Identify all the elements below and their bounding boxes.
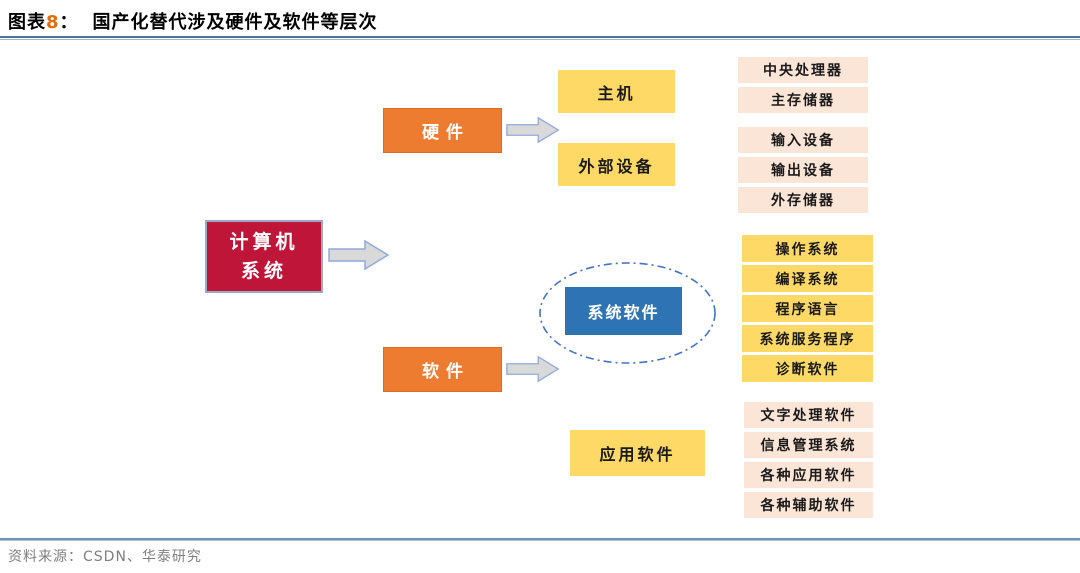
node-software-label: 软件 bbox=[422, 362, 470, 382]
node-software: 软件 bbox=[383, 347, 502, 392]
list-item-various-applications: 各种应用软件 bbox=[744, 462, 873, 488]
node-hardware: 硬件 bbox=[383, 108, 502, 153]
node-application-software-label: 应用软件 bbox=[599, 445, 676, 464]
list-item-various-auxiliary: 各种辅助软件 bbox=[744, 492, 873, 518]
node-peripherals-label: 外部设备 bbox=[578, 156, 655, 176]
list-item-input-devices: 输入设备 bbox=[738, 127, 868, 153]
node-hardware-label: 硬件 bbox=[422, 123, 470, 143]
node-application-software: 应用软件 bbox=[570, 430, 705, 476]
node-host: 主机 bbox=[558, 70, 675, 113]
list-item-compiler-system: 编译系统 bbox=[742, 265, 873, 292]
list-application-software-items: 文字处理软件 信息管理系统 各种应用软件 各种辅助软件 bbox=[744, 402, 873, 518]
list-peripheral-items: 输入设备 输出设备 外存储器 bbox=[738, 127, 868, 213]
list-item-main-memory: 主存储器 bbox=[738, 87, 868, 113]
node-system-software: 系统软件 bbox=[565, 287, 682, 335]
list-item-operating-system: 操作系统 bbox=[742, 235, 873, 262]
list-item-cpu: 中央处理器 bbox=[738, 57, 868, 83]
list-item-word-processing: 文字处理软件 bbox=[744, 402, 873, 428]
node-system-software-label: 系统软件 bbox=[587, 303, 660, 322]
node-host-label: 主机 bbox=[597, 83, 636, 103]
list-item-output-devices: 输出设备 bbox=[738, 157, 868, 183]
list-system-software-items: 操作系统 编译系统 程序语言 系统服务程序 诊断软件 bbox=[742, 235, 873, 382]
node-computer-system-line2: 系统 bbox=[240, 259, 287, 282]
arrow-software-icon bbox=[506, 355, 560, 383]
arrow-hardware-icon bbox=[506, 116, 560, 144]
highlight-ellipse-icon bbox=[539, 262, 716, 364]
figure-colon: ： bbox=[59, 12, 79, 33]
list-item-diagnostic-software: 诊断软件 bbox=[742, 355, 873, 382]
list-item-external-storage: 外存储器 bbox=[738, 187, 868, 213]
list-item-system-service-programs: 系统服务程序 bbox=[742, 325, 873, 352]
node-computer-system: 计算机 系统 bbox=[205, 220, 323, 293]
list-host-items: 中央处理器 主存储器 bbox=[738, 57, 868, 113]
arrow-root-icon bbox=[328, 240, 390, 270]
node-computer-system-line1: 计算机 bbox=[229, 231, 299, 253]
figure-title: 图表8： 国产化替代涉及硬件及软件等层次 bbox=[8, 8, 378, 34]
list-item-information-management: 信息管理系统 bbox=[744, 432, 873, 458]
footer-divider bbox=[0, 538, 1080, 541]
figure-label: 图表 bbox=[8, 12, 46, 33]
list-item-programming-language: 程序语言 bbox=[742, 295, 873, 322]
figure-title-text: 国产化替代涉及硬件及软件等层次 bbox=[92, 12, 378, 33]
node-peripherals: 外部设备 bbox=[558, 143, 675, 186]
source-note: 资料来源：CSDN、华泰研究 bbox=[8, 549, 202, 565]
figure-number: 8 bbox=[46, 12, 60, 33]
header-divider bbox=[0, 36, 1080, 40]
